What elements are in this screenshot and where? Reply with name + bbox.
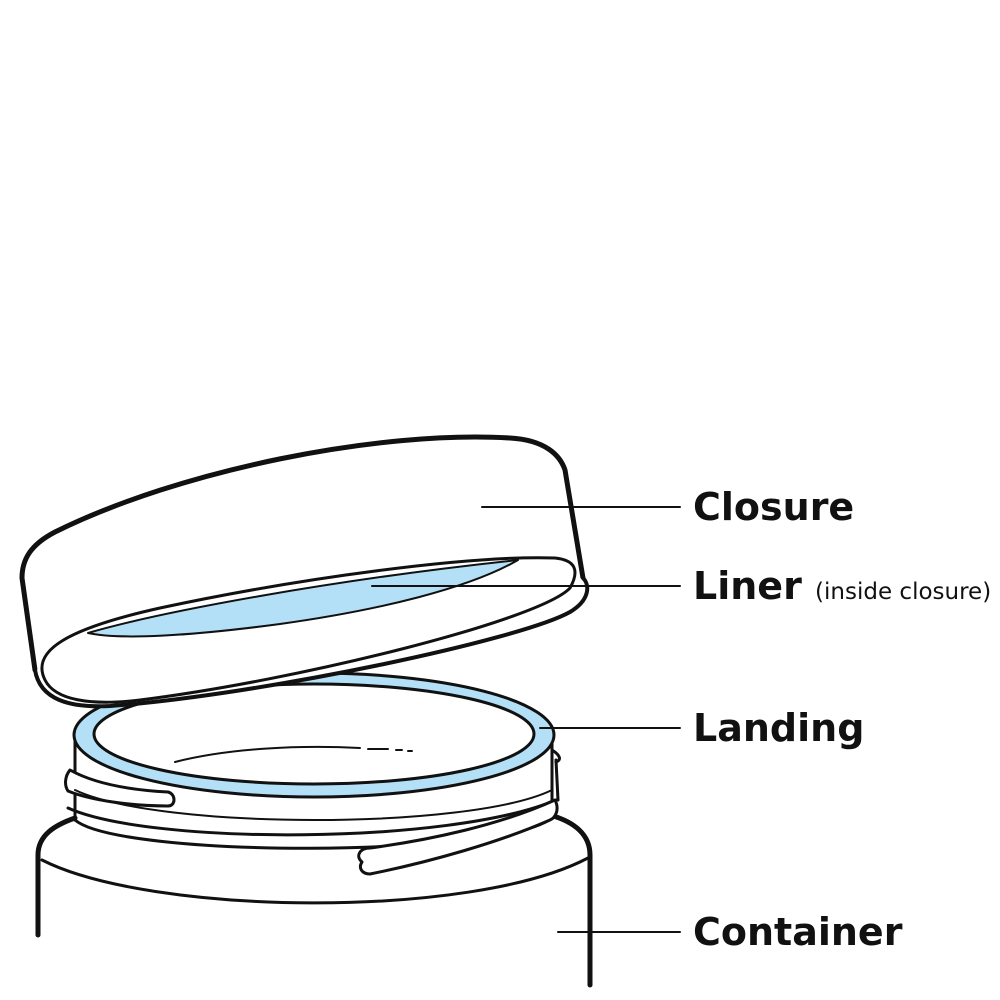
liner-label: Liner (inside closure) <box>693 567 991 605</box>
landing-ring <box>72 671 556 799</box>
liner-label-text: Liner <box>693 564 802 608</box>
landing-label: Landing <box>693 706 865 750</box>
closure-label: Closure <box>693 485 855 529</box>
container-body <box>35 812 593 988</box>
closure <box>19 434 590 709</box>
container-label: Container <box>693 910 903 954</box>
container-neck <box>64 726 561 876</box>
liner-note: (inside closure) <box>815 579 992 605</box>
liner-disc <box>87 559 519 638</box>
